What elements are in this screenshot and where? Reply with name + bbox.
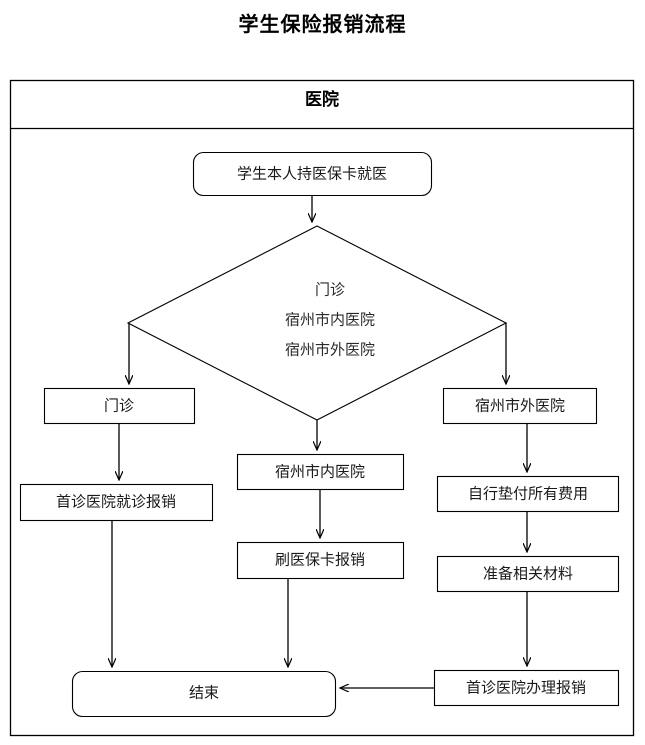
node-first-hospital-reimburse-shape[interactable] <box>19 483 214 522</box>
node-decision-shape[interactable] <box>126 225 508 421</box>
node-self-pay-label: 自行垫付所有费用 <box>468 485 588 502</box>
node-first-hospital-reimburse[interactable]: 首诊医院就诊报销 <box>19 483 214 522</box>
node-start-shape[interactable] <box>192 151 433 197</box>
node-prepare-materials-shape[interactable] <box>436 555 620 593</box>
node-out-city-hospital-label: 宿州市外医院 <box>475 396 565 414</box>
node-out-city-hospital[interactable]: 宿州市外医院 <box>442 387 598 425</box>
node-card-swipe-reimburse-shape[interactable] <box>236 541 405 580</box>
node-in-city-hospital-shape[interactable] <box>236 453 405 491</box>
swimlane-hospital: 医院 <box>9 79 635 737</box>
node-start[interactable]: 学生本人持医保卡就医 <box>192 151 433 197</box>
node-claim-at-first-hospital-label: 首诊医院办理报销 <box>466 678 586 696</box>
node-card-swipe-reimburse-label: 刷医保卡报销 <box>275 551 365 568</box>
connector-group <box>112 196 527 688</box>
node-out-city-hospital-shape[interactable] <box>442 387 598 425</box>
node-self-pay-shape[interactable] <box>436 475 620 513</box>
node-in-city-hospital-label: 宿州市内医院 <box>275 462 365 480</box>
node-self-pay[interactable]: 自行垫付所有费用 <box>436 475 620 513</box>
page-title: 学生保险报销流程 <box>238 14 407 36</box>
node-outpatient-shape[interactable] <box>43 387 196 425</box>
node-decision-label-line3: 宿州市外医院 <box>285 340 375 358</box>
node-end-shape[interactable] <box>71 670 337 718</box>
swimlane-title: 医院 <box>305 89 339 109</box>
node-in-city-hospital[interactable]: 宿州市内医院 <box>236 453 405 491</box>
node-first-hospital-reimburse-label: 首诊医院就诊报销 <box>56 492 176 510</box>
node-outpatient-label: 门诊 <box>104 397 134 414</box>
node-end[interactable]: 结束 <box>71 670 337 718</box>
swimlane-border <box>9 79 635 737</box>
node-card-swipe-reimburse[interactable]: 刷医保卡报销 <box>236 541 405 580</box>
node-claim-at-first-hospital-shape[interactable] <box>433 669 620 707</box>
node-prepare-materials-label: 准备相关材料 <box>483 565 573 582</box>
node-prepare-materials[interactable]: 准备相关材料 <box>436 555 620 593</box>
node-decision-label-line2: 宿州市内医院 <box>285 310 375 328</box>
node-decision-label-line1: 门诊 <box>315 281 345 298</box>
node-start-label: 学生本人持医保卡就医 <box>237 165 387 182</box>
node-decision-visit-type[interactable]: 门诊 宿州市内医院 宿州市外医院 <box>126 225 508 421</box>
node-outpatient[interactable]: 门诊 <box>43 387 196 425</box>
node-end-label: 结束 <box>189 684 219 701</box>
node-claim-at-first-hospital[interactable]: 首诊医院办理报销 <box>433 669 620 707</box>
